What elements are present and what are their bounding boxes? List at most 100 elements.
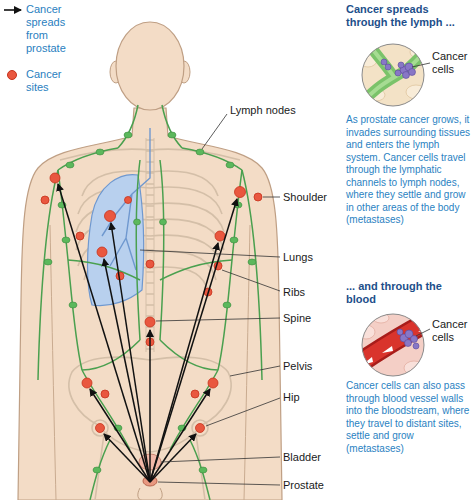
- leader-lines-part: [140, 250, 280, 257]
- spread-arrows-part: [150, 243, 218, 482]
- cancer-site-dots-part: [146, 260, 154, 268]
- cancer-site-dots-part: [96, 424, 105, 433]
- spread-arrows-part: [150, 199, 237, 482]
- lymph-tissue-part: [381, 59, 416, 79]
- description-text: Cancer cells can also pass through blood…: [346, 380, 470, 455]
- lymph-node-dots-part: [230, 237, 238, 243]
- part-label: Pelvis: [283, 360, 343, 373]
- lymph-node-dots-part: [69, 302, 77, 308]
- blood-tissue-part-part: [362, 357, 373, 365]
- spread-arrows-part: [149, 330, 151, 482]
- lung-part: [88, 175, 144, 306]
- body-silhouette: [18, 22, 282, 500]
- lymph-node-dots-part: [134, 219, 141, 225]
- lymph-tissue-part: [346, 40, 446, 110]
- skeleton-part: [92, 420, 108, 436]
- part-label: Hip: [283, 391, 343, 404]
- cancer-site-dots-part: [145, 317, 155, 327]
- legend-text: Cancer spreads from prostate: [26, 3, 84, 55]
- callout-label: Cancer cells: [432, 50, 470, 76]
- lymph-tissue-part-part: [381, 59, 387, 65]
- legend-text: Cancer sites: [26, 68, 76, 94]
- lymph-node-dots-part: [124, 132, 132, 138]
- lymph-node-dots-part: [96, 149, 104, 155]
- body-silhouette-part: [18, 108, 282, 500]
- spread-arrows-part: [150, 434, 196, 482]
- lymph-node-dots-part: [196, 149, 204, 155]
- blood-inset-part: [362, 314, 424, 376]
- cancer-site-dots-part: [254, 193, 262, 201]
- blood-tissue-part: [362, 325, 429, 365]
- cancer-site-dots-part: [191, 390, 199, 398]
- blood-tissue-part-part: [382, 346, 393, 353]
- spread-arrows: [58, 184, 237, 482]
- lymph-node-dots-part: [168, 132, 176, 138]
- leader-lines-part: [263, 197, 280, 198]
- cancer-site-dots-part: [50, 173, 60, 183]
- cancer-site-dots-part: [101, 390, 109, 398]
- spread-arrows-part: [58, 184, 150, 482]
- blood-tissue-part-part: [397, 329, 403, 335]
- lymph-node-dots-part: [223, 302, 231, 308]
- spread-arrows-part: [111, 223, 150, 482]
- part-label: Ribs: [283, 286, 343, 299]
- blood-tissue-part: [346, 310, 446, 380]
- spread-arrows-part: [150, 389, 210, 482]
- lymph-tissue-part-part: [406, 85, 426, 99]
- description-text: As prostate cancer grows, it invades sur…: [346, 114, 470, 227]
- blood-tissue-part-part: [413, 343, 419, 349]
- lymph-tissue-part-part: [398, 62, 404, 68]
- cancer-site-dots-part: [215, 231, 225, 241]
- lymph-inset-part: [362, 44, 424, 106]
- blood-inset-part: [416, 329, 430, 336]
- leader-lines: [140, 114, 280, 485]
- part-label: Spine: [283, 312, 343, 325]
- section-heading: Cancer spreads through the lymph ...: [346, 3, 470, 29]
- part-label: Lymph nodes: [230, 104, 320, 117]
- leader-lines-part: [222, 270, 280, 291]
- lymph-network-part: [118, 105, 182, 148]
- lymph-node-dots-part: [199, 467, 207, 473]
- lymph-tissue-part-part: [385, 64, 391, 70]
- cancer-site-dots: [41, 173, 262, 433]
- leader-lines-part: [206, 398, 280, 426]
- lymph-tissue-part: [356, 40, 436, 110]
- skeleton-part: [192, 420, 208, 436]
- spread-arrows-part: [90, 389, 150, 482]
- lymph-tissue-part: [356, 40, 436, 110]
- blood-tissue: [346, 310, 446, 380]
- part-label: Prostate: [283, 479, 343, 492]
- cancer-site-dots-part: [97, 247, 107, 257]
- blood-tissue-part: [397, 329, 419, 349]
- lymph-inset-part: [412, 63, 430, 67]
- lymph-node-dots-part: [93, 467, 101, 473]
- lymph-node-dots-part: [226, 162, 234, 168]
- blood-tissue-part: [346, 315, 441, 372]
- lymph-node-dots-part: [248, 259, 256, 265]
- lymph-network-part: [68, 260, 232, 280]
- lymph-node-dots-part: [160, 219, 167, 225]
- cancer-site-dots-part: [41, 196, 49, 204]
- blood-tissue-part: [346, 315, 441, 372]
- part-label: Bladder: [283, 451, 343, 464]
- body-silhouette-part: [116, 22, 184, 110]
- leader-lines-part: [161, 457, 280, 462]
- legend-swatch: [7, 70, 17, 80]
- lymph-network: [38, 105, 262, 500]
- section-heading: ... and through the blood: [346, 280, 470, 306]
- legend-arrow-sample: [4, 10, 21, 11]
- lymph-tissue: [346, 40, 446, 110]
- cancer-site-dots-part: [82, 378, 92, 388]
- legend-arrow-sample-part: [4, 9, 21, 11]
- blood-tissue-part-part: [411, 336, 418, 343]
- leader-lines-part: [202, 114, 227, 149]
- cancer-site-dots-part: [235, 187, 246, 198]
- lymph-network-part: [58, 148, 242, 170]
- lymph-tissue-part-part: [395, 70, 401, 76]
- pelvic-organs-part: [138, 488, 162, 500]
- leader-lines-part: [230, 366, 280, 376]
- cancer-site-dots-part: [105, 211, 116, 222]
- blood-tissue-part-part: [357, 325, 375, 339]
- skeleton: [60, 138, 240, 500]
